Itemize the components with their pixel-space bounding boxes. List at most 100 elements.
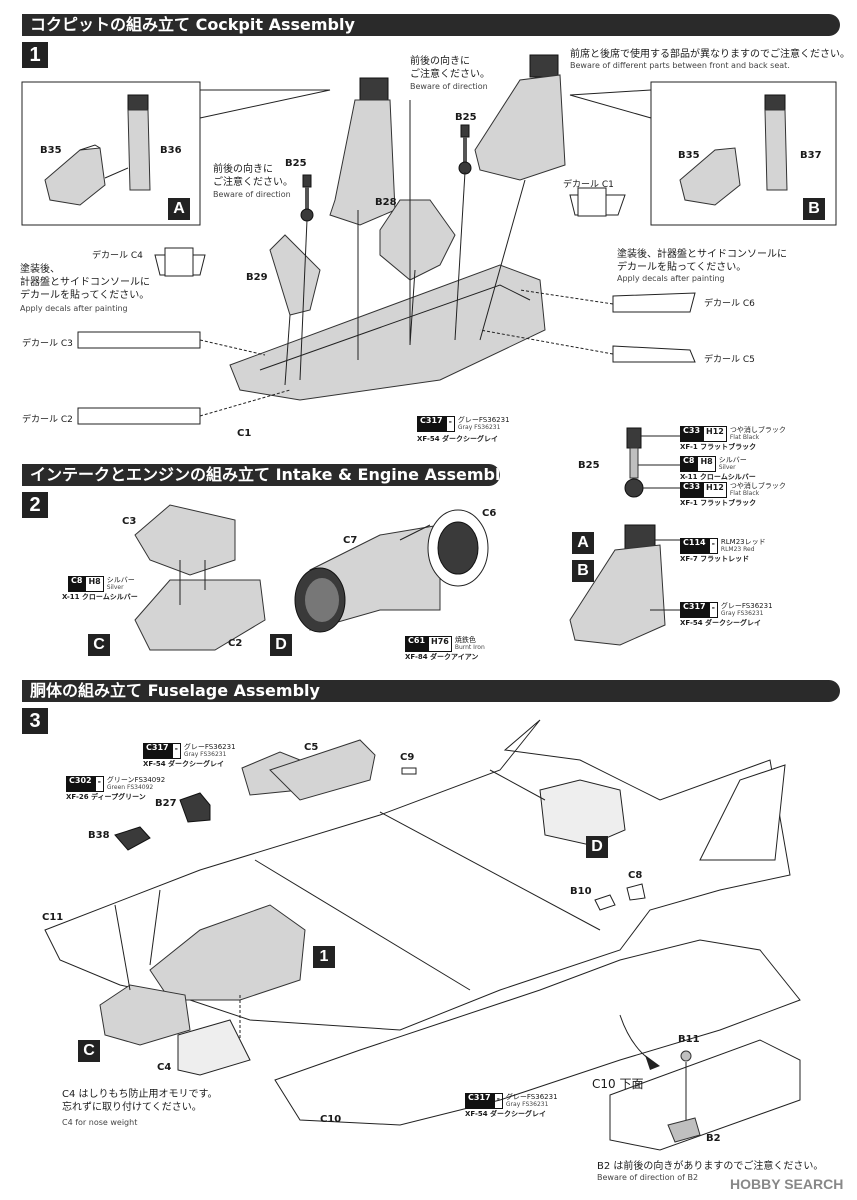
- part-label-c7: C7: [343, 535, 358, 546]
- beware-direction-top-jp: 前後の向きに ご注意ください。: [410, 56, 490, 80]
- paint-jp: つや消しブラック: [729, 482, 786, 490]
- part-label-b25-right: B25: [455, 112, 477, 123]
- seat-b36: [127, 94, 151, 191]
- paint-code: C317: [465, 1093, 494, 1109]
- rear-panel-b29: [269, 234, 321, 316]
- part-label-c10: C10: [320, 1114, 342, 1125]
- part-c9: [401, 767, 417, 775]
- part-label-c4: C4: [157, 1062, 172, 1073]
- paint-xf-b27: XF-26 ディープグリーン: [66, 793, 146, 801]
- decal-label-c5: デカール C5: [704, 355, 755, 365]
- paint-en: Silver: [106, 584, 124, 591]
- paint-en: Silver: [718, 464, 736, 471]
- part-label-c9: C9: [400, 752, 415, 763]
- beware-direction-top-en: Beware of direction: [410, 82, 488, 91]
- paint-xf-b25-mid: X-11 クロームシルバー: [680, 473, 756, 481]
- paint-en: Green FS34092: [106, 784, 154, 791]
- note-front-back-en: Beware of different parts between front …: [570, 61, 790, 70]
- decal-label-c1: デカール C1: [563, 180, 614, 190]
- paint-xf-b25-bot: XF-1 フラットブラック: [680, 499, 757, 507]
- part-label-c3: C3: [122, 516, 137, 527]
- part-label-c6: C6: [482, 508, 497, 519]
- callout-line-b: [569, 89, 652, 119]
- part-label-b25-detail: B25: [578, 460, 600, 471]
- box-label-a-step2: A: [572, 532, 594, 554]
- part-b27: [179, 792, 211, 823]
- part-label-b28: B28: [375, 197, 397, 208]
- fuselage-c10: [274, 939, 801, 1126]
- box-label-d-step3: D: [586, 836, 608, 858]
- paint-code: C33: [680, 426, 704, 442]
- part-b10: [594, 894, 616, 911]
- paint-en: Flat Black: [729, 490, 760, 497]
- decal-label-c3: デカール C3: [22, 339, 73, 349]
- part-label-c8: C8: [628, 870, 643, 881]
- paint-jp: グリーンFS34092: [106, 776, 166, 784]
- box-label-b: B: [803, 198, 825, 220]
- paint-code: C8: [680, 456, 698, 472]
- part-label-b10: B10: [570, 886, 592, 897]
- apply-decals-left-jp: 塗装後、 計器盤とサイドコンソールに デカールを貼ってください。: [20, 264, 150, 301]
- paint-code: C317: [680, 602, 709, 618]
- paint-jp: グレーFS36231: [505, 1093, 558, 1101]
- paint-jp: シルバー: [718, 456, 747, 464]
- decal-label-c6: デカール C6: [704, 299, 755, 309]
- intake-c2: [134, 579, 266, 651]
- paint-code: C317: [143, 743, 172, 759]
- apply-decals-right-en: Apply decals after painting: [617, 274, 725, 283]
- engine-face-c6: [427, 509, 489, 587]
- part-b38: [114, 826, 151, 851]
- intake-assembly-c: [99, 984, 191, 1046]
- paint-h: H12: [703, 482, 727, 498]
- engine-c7: [294, 524, 441, 633]
- step-number-1: 1: [22, 42, 48, 68]
- c4-note-jp: C4 はしりもち防止用オモリです。 忘れずに取り付けてください。: [62, 1089, 218, 1113]
- box-label-a: A: [168, 198, 190, 220]
- apply-decals-right-jp: 塗装後、計器盤とサイドコンソールに デカールを貼ってください。: [617, 249, 787, 273]
- paint-xf-c3: X-11 クロームシルバー: [62, 593, 138, 601]
- paint-code: C114: [680, 538, 709, 554]
- part-label-c2: C2: [228, 638, 243, 649]
- decal-strip-c6: [612, 292, 696, 313]
- paint-h: -: [94, 776, 104, 792]
- box-label-c-step3: C: [78, 1040, 100, 1062]
- part-label-b11: B11: [678, 1034, 700, 1045]
- apply-decals-left-en: Apply decals after painting: [20, 304, 128, 313]
- seat-b37: [764, 94, 788, 191]
- section-banner-fuselage: 胴体の組み立て Fuselage Assembly: [22, 680, 840, 702]
- seat-b35-a: [44, 144, 106, 206]
- paint-en: Burnt Iron: [454, 644, 485, 651]
- part-label-b25-left: B25: [285, 158, 307, 169]
- c4-note-en: C4 for nose weight: [62, 1118, 138, 1127]
- b2-note-en: Beware of direction of B2: [597, 1173, 699, 1182]
- part-c8: [626, 883, 646, 901]
- paint-h: H8: [85, 576, 104, 592]
- paint-jp: RLM23レッド: [720, 538, 766, 546]
- beware-direction-left-jp: 前後の向きに ご注意ください。: [213, 164, 293, 188]
- watermark: HOBBY SEARCH: [730, 1176, 844, 1192]
- control-stick-b25-left: [300, 174, 314, 222]
- paint-h: H8: [697, 456, 716, 472]
- paint-h: -: [445, 416, 455, 432]
- beware-direction-left-en: Beware of direction: [213, 190, 291, 199]
- box-label-1-step3: 1: [313, 946, 335, 968]
- paint-xf-c5: XF-54 ダークシーグレイ: [143, 760, 225, 768]
- step-number-2: 2: [22, 492, 48, 518]
- box-label-c-step2: C: [88, 634, 110, 656]
- paint-jp: グレーFS36231: [720, 602, 773, 610]
- part-label-b35-b: B35: [678, 150, 700, 161]
- paint-xf-c7: XF-84 ダークアイアン: [405, 653, 479, 661]
- paint-en: Gray FS36231: [505, 1101, 549, 1108]
- paint-h: -: [708, 538, 718, 554]
- decal-label-c2: デカール C2: [22, 415, 73, 425]
